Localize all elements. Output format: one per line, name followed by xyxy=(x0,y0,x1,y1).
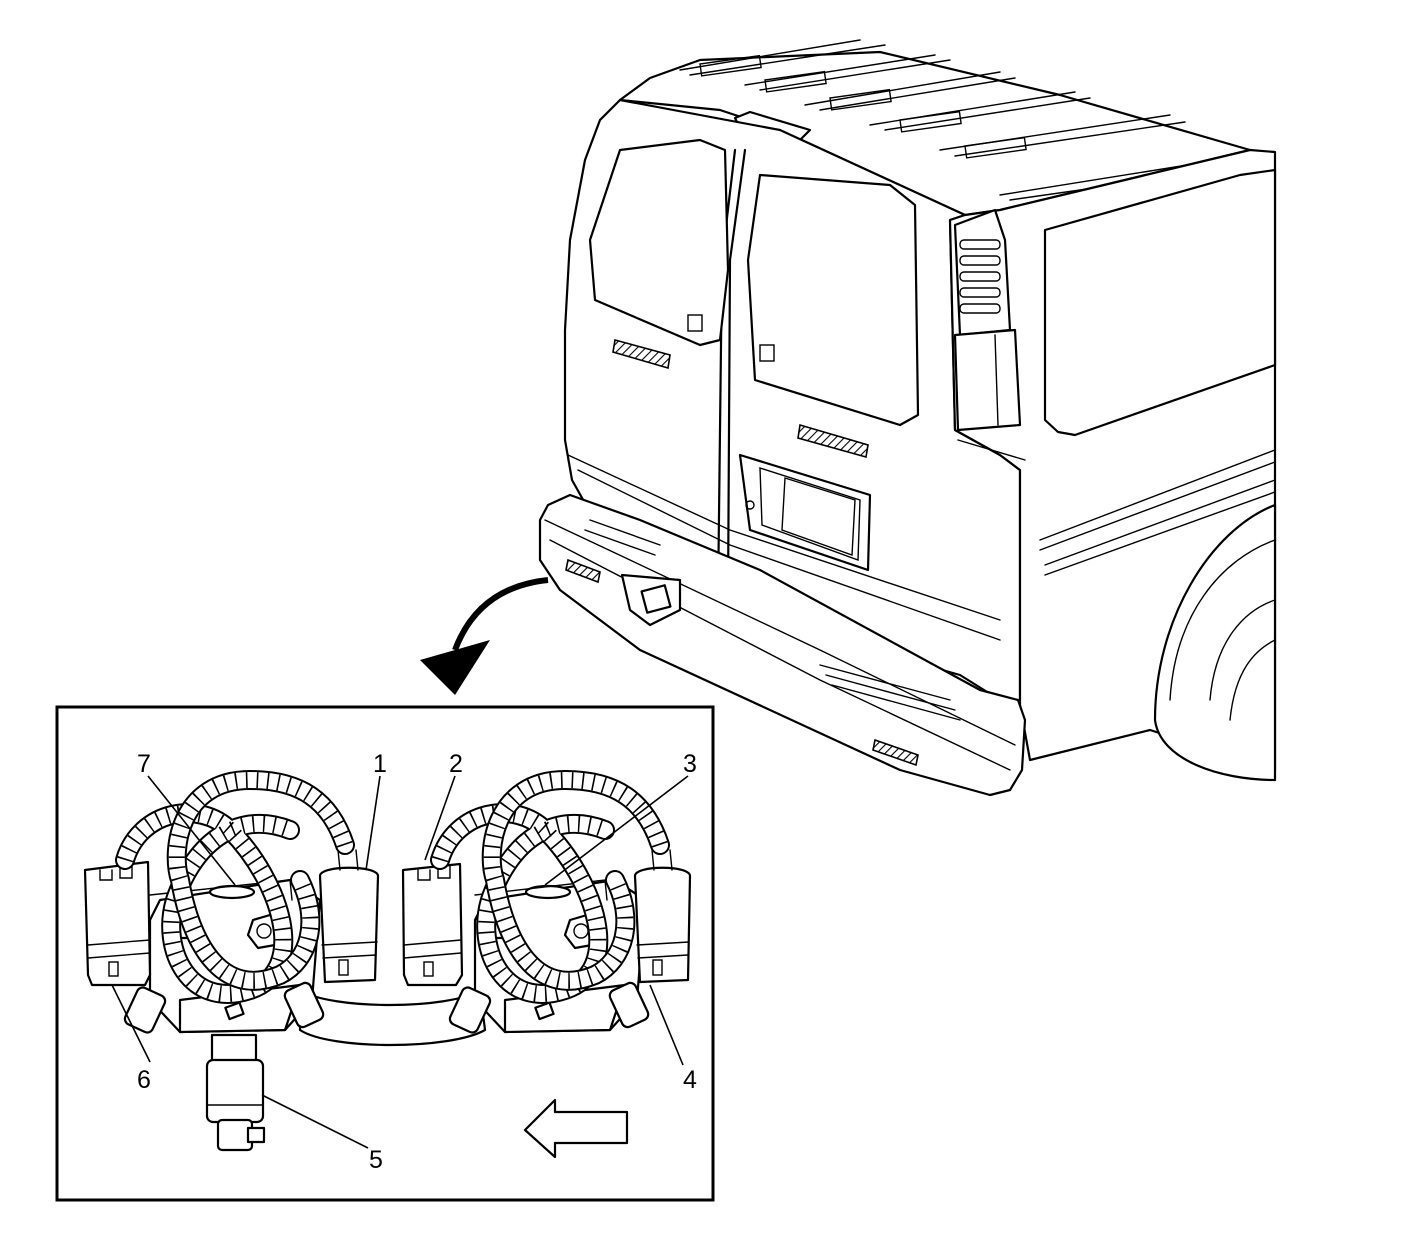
leader-lines xyxy=(111,775,689,1149)
callout-label-6: 6 xyxy=(137,1066,151,1094)
callout-label-3: 3 xyxy=(683,750,697,778)
connector-6 xyxy=(83,860,152,987)
right-door-handle xyxy=(797,423,869,459)
callout-label-4: 4 xyxy=(683,1066,697,1094)
right-wiring-harness xyxy=(430,769,670,1004)
curved-arrow-icon xyxy=(420,577,549,695)
connector-1 xyxy=(318,849,380,984)
left-rear-window xyxy=(588,138,730,347)
roof-rails xyxy=(679,39,1256,201)
rear-wheel xyxy=(1153,503,1277,782)
callout-label-2: 2 xyxy=(449,750,463,778)
left-wiring-harness xyxy=(115,769,355,1004)
mounting-bracket xyxy=(298,988,487,1047)
connector-2 xyxy=(401,862,464,987)
rear-bumper xyxy=(538,493,1027,797)
forward-arrow-icon xyxy=(523,1098,629,1159)
detail-inset: 1 2 3 4 5 6 7 xyxy=(55,705,715,1202)
left-door-handle xyxy=(612,338,671,370)
connector-4 xyxy=(633,849,692,984)
rear-vent xyxy=(959,239,1001,314)
van-illustration xyxy=(420,39,1277,797)
callout-label-7: 7 xyxy=(137,750,151,778)
pressure-sensor xyxy=(205,1033,266,1152)
callout-label-5: 5 xyxy=(369,1146,383,1174)
right-rear-window xyxy=(746,173,920,427)
tail-lamp xyxy=(953,328,1022,432)
callout-label-1: 1 xyxy=(373,750,387,778)
